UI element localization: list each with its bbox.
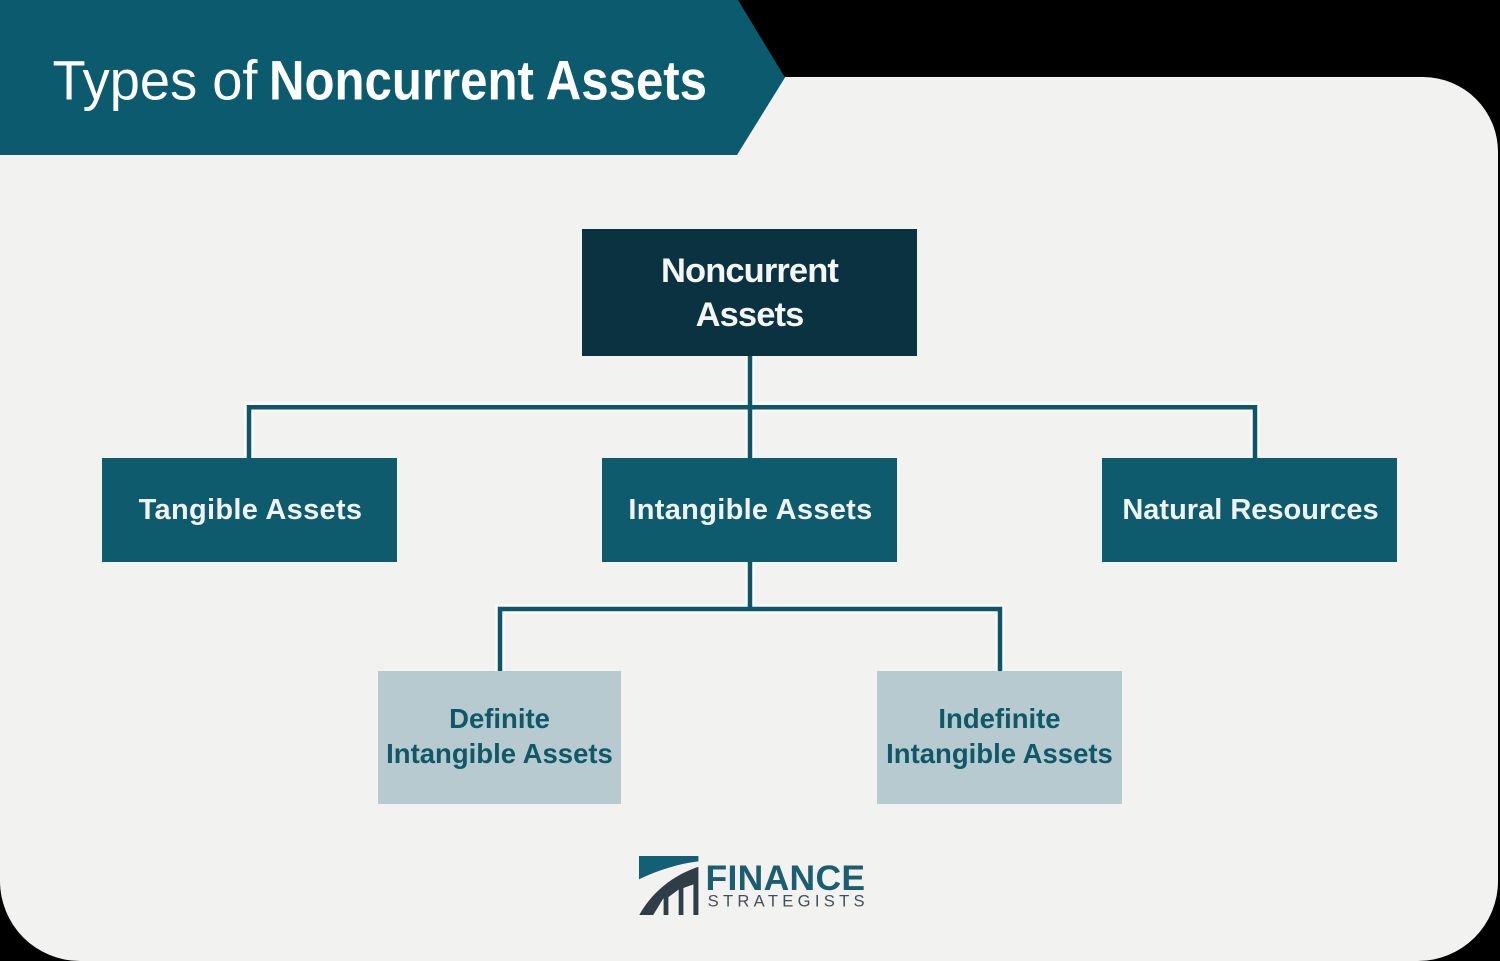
- svg-text:Noncurrent Assets: Noncurrent Assets: [269, 49, 707, 111]
- svg-text:Types of: Types of: [53, 49, 259, 111]
- svg-text:STRATEGISTS: STRATEGISTS: [708, 891, 869, 910]
- svg-text:FINANCE: FINANCE: [706, 858, 866, 898]
